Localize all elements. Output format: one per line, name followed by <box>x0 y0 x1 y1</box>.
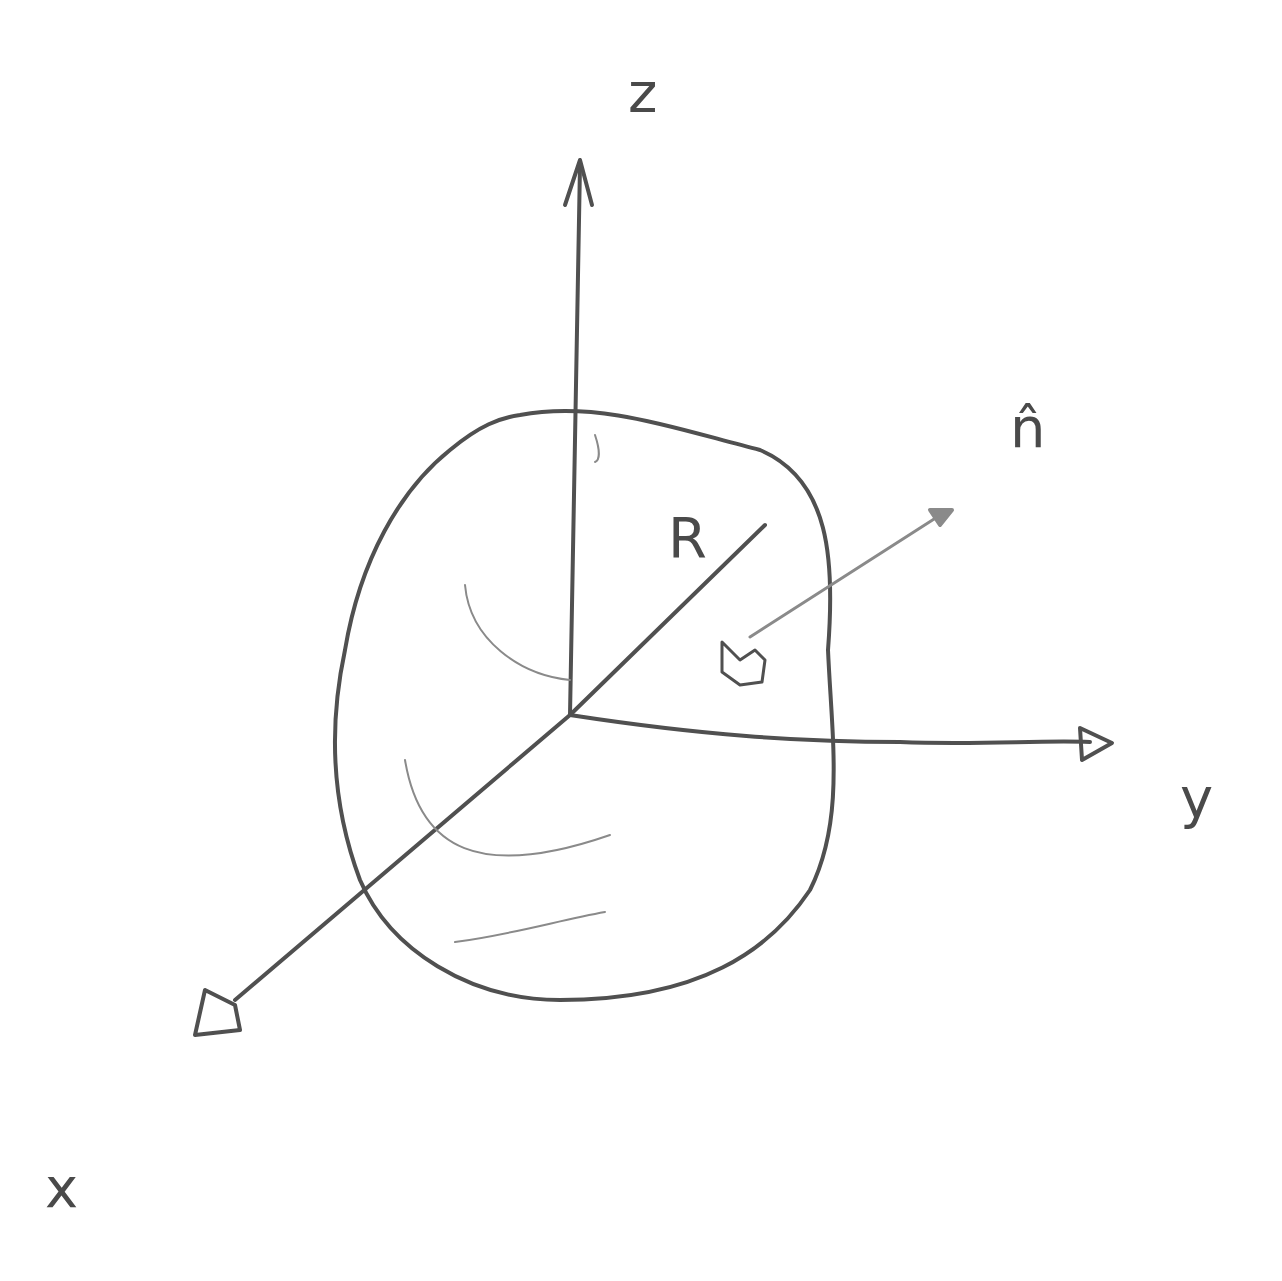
surface-outline <box>335 411 834 1000</box>
normal-arrowhead <box>930 510 952 525</box>
contour-line <box>405 760 610 856</box>
z-axis <box>570 165 580 715</box>
normal-vector <box>750 512 945 637</box>
x-axis <box>235 715 570 1000</box>
normal-label: n̂ <box>1010 400 1046 456</box>
x-arrowhead <box>195 990 240 1035</box>
contour-line <box>465 585 570 680</box>
y-axis <box>570 715 1090 743</box>
radius-label: R <box>668 510 707 566</box>
radius-line <box>570 525 765 715</box>
contour-line <box>455 912 605 942</box>
y-arrowhead <box>1080 728 1112 760</box>
contour-line <box>595 435 599 462</box>
axis-label: x <box>45 1160 78 1216</box>
z-arrowhead <box>565 160 592 205</box>
area-patch <box>722 642 765 685</box>
axis-label: y <box>1180 770 1213 826</box>
axis-label: z <box>628 65 657 121</box>
